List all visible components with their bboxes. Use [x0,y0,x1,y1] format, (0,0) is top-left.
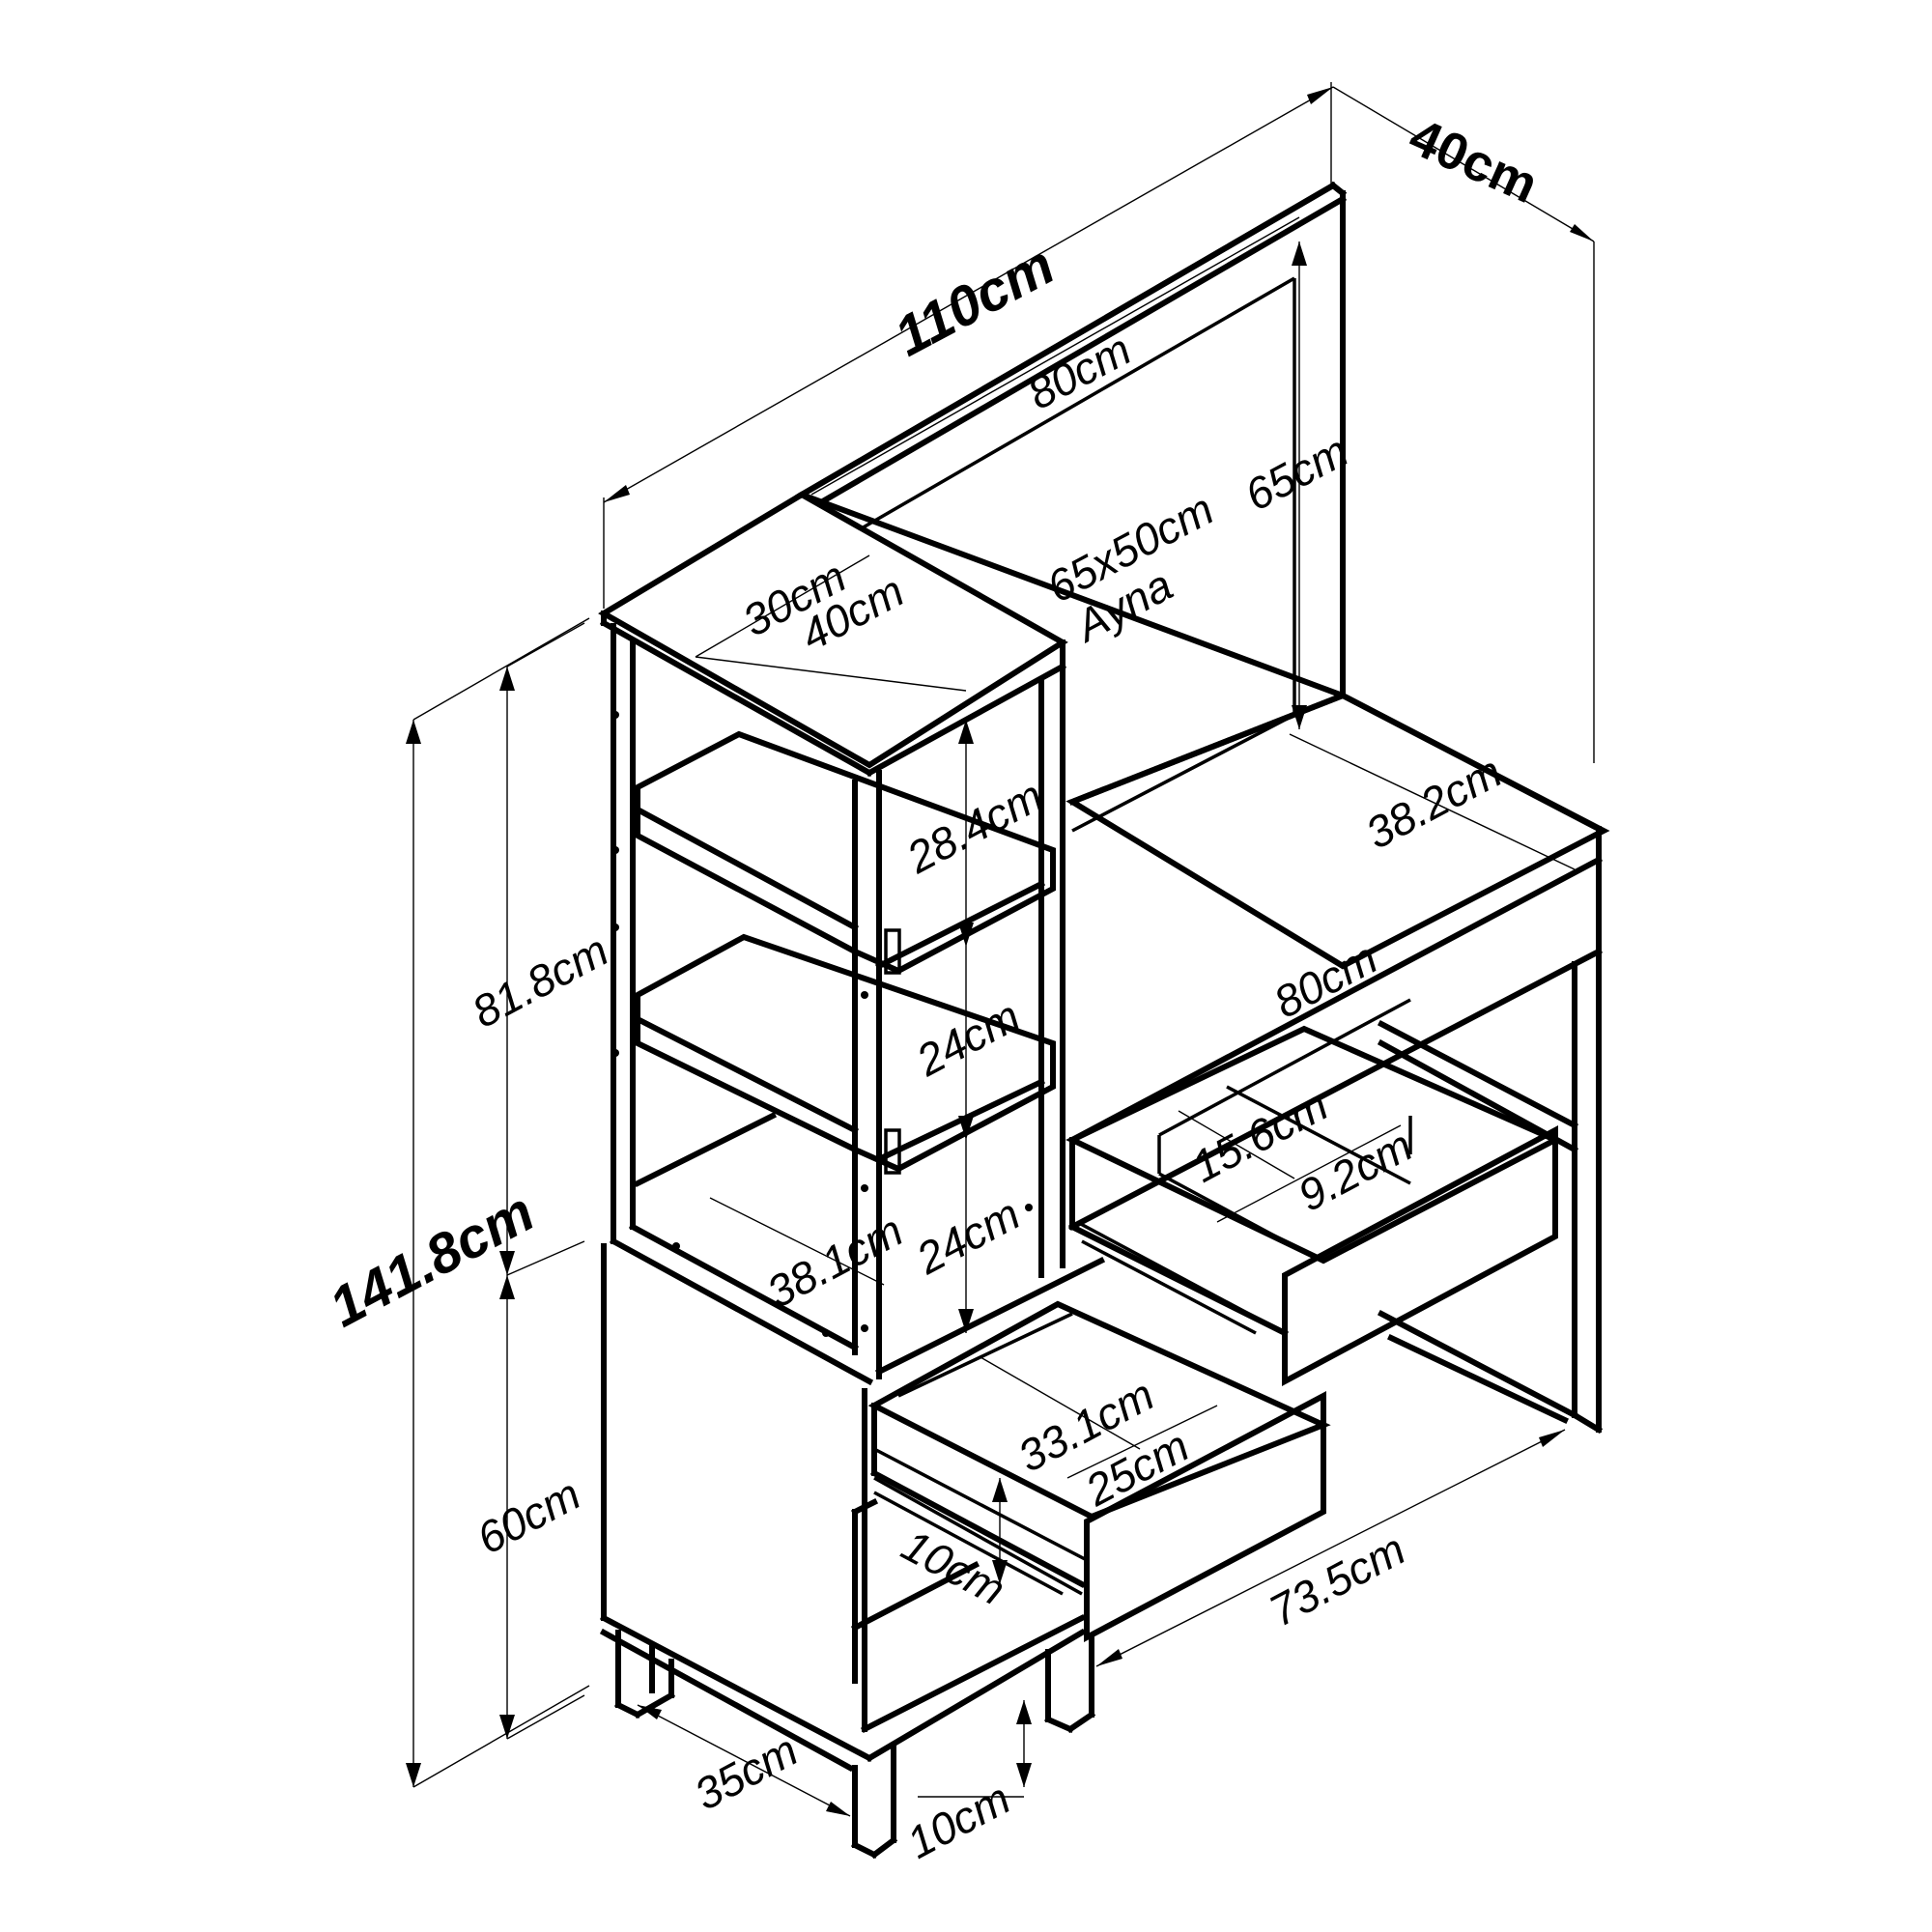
label-leg-height: 10cm [898,1773,1018,1868]
right-drawer [1065,998,1562,1387]
label-shelf-gap-1: 28.4cm [897,770,1050,883]
desk [1044,691,1610,1734]
label-shelf-gap-3: 24cm [907,1188,1028,1284]
label-mirror-frame-height: 65cm [1236,425,1356,521]
label-tower-upper-height: 81.8cm [464,924,616,1037]
dimension-arrowheads [406,87,1594,1816]
label-desk-span: 73.5cm [1261,1523,1413,1636]
label-desk-width: 80cm [1265,932,1385,1028]
labels: 110cm 40cm 80cm 65cm 65x50cm Ayna 30cm 4… [320,107,1547,1868]
label-tower-base-depth: 35cm [686,1724,806,1820]
lower-cabinet [599,1243,1087,1860]
label-shelf-gap-2: 24cm [907,990,1028,1086]
left-drawer [850,1300,1331,1684]
label-shelf-inner-width: 38.1cm [758,1205,911,1318]
label-tower-lower-height: 60cm [469,1468,588,1564]
label-desk-depth: 38.2cm [1357,746,1510,859]
label-mirror-frame-width: 80cm [1019,324,1139,419]
dimension-lines [412,82,1595,1817]
label-total-width: 110cm [885,233,1065,368]
label-total-depth: 40cm [1401,107,1547,214]
shelf-tower [598,491,1106,1386]
